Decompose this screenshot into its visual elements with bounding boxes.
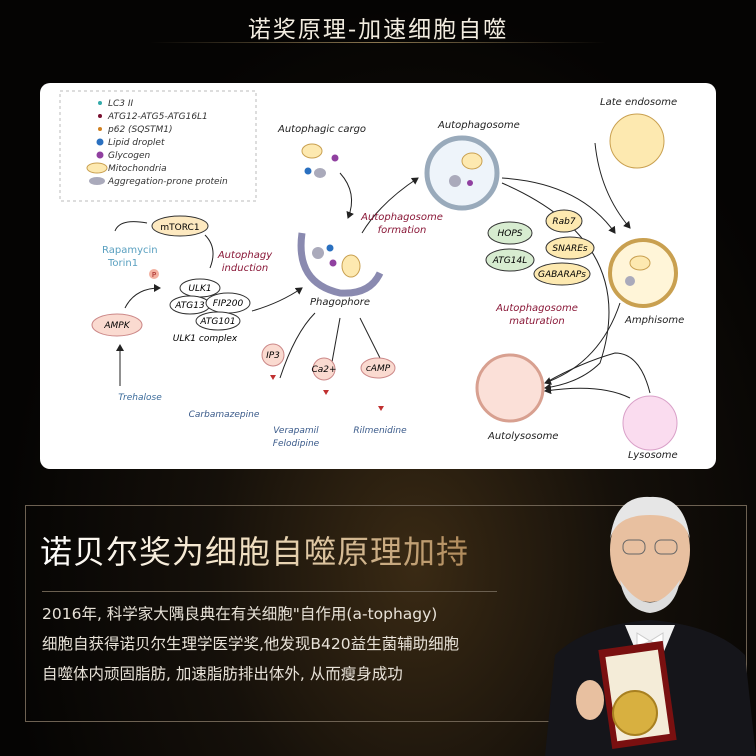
label-autophagy-induction-2: induction	[222, 263, 268, 274]
fip200-node: FIP200	[213, 299, 244, 309]
legend-item: Aggregation-prone protein	[107, 177, 228, 187]
label-autophagosome-formation-2: formation	[378, 225, 427, 236]
legend-item: p62 (SQSTM1)	[107, 125, 173, 135]
late-endosome-label: Late endosome	[600, 97, 677, 108]
panel-text-line: 2016年, 科学家大隅良典在有关细胞"自作用(a-tophagy)	[42, 605, 438, 623]
ip3-node: IP3	[266, 351, 280, 361]
mtorc1-node: mTORC1	[160, 223, 199, 233]
drug-verapamil: Verapamil	[273, 426, 319, 436]
calcium-node: Ca2+	[311, 365, 336, 375]
drug-rilmenidine: Rilmenidine	[353, 426, 407, 436]
rab7-node: Rab7	[552, 217, 575, 227]
hops-node: HOPS	[498, 229, 523, 239]
label-autophagy-induction: Autophagy	[217, 250, 273, 261]
drug-trehalose: Trehalose	[118, 393, 162, 403]
ampk-node: AMPK	[103, 321, 130, 331]
label-autophagic-cargo: Autophagic cargo	[277, 124, 366, 135]
legend-box	[59, 90, 257, 202]
lysosome-label: Lysosome	[628, 450, 678, 461]
atg13-node: ATG13	[174, 301, 205, 311]
legend-item: LC3 II	[108, 99, 134, 109]
atg101-node: ATG101	[199, 317, 235, 327]
autophagy-diagram: LC3 II ATG12-ATG5-ATG16L1 p62 (SQSTM1) L…	[40, 83, 716, 469]
label-maturation-2: maturation	[509, 316, 565, 327]
page-title: 诺奖原理-加速细胞自噬	[247, 17, 509, 43]
legend-item: Glycogen	[108, 151, 151, 161]
panel-text-line: 细胞自获得诺贝尔生理学医学奖,他发现B420益生菌辅助细胞	[42, 635, 460, 653]
phagophore-label: Phagophore	[310, 297, 370, 308]
nobel-info-panel	[25, 505, 747, 722]
panel-text-line: 自噬体内顽固脂肪, 加速脂肪排出体外, 从而瘦身成功	[42, 665, 403, 683]
camp-node: cAMP	[366, 364, 391, 374]
title-divider	[150, 42, 606, 43]
label-autophagosome-formation: Autophagosome	[360, 212, 443, 223]
autophagosome-label: Autophagosome	[437, 120, 520, 131]
atg14l-node: ATG14L	[492, 256, 527, 266]
legend-item: ATG12-ATG5-ATG16L1	[107, 112, 208, 122]
gabaraps-node: GABARAPs	[538, 270, 586, 280]
drug-carbamazepine: Carbamazepine	[189, 410, 260, 420]
ulk1-node: ULK1	[188, 284, 211, 294]
drug-felodipine: Felodipine	[273, 439, 320, 449]
amphisome-label: Amphisome	[624, 315, 684, 326]
panel-title: 诺贝尔奖为细胞自噬原理加持	[40, 527, 469, 573]
legend-item: Lipid droplet	[108, 138, 165, 148]
panel-divider	[42, 591, 497, 592]
scientist-photo	[545, 496, 756, 756]
label-maturation: Autophagosome	[495, 303, 578, 314]
phospho-badge: P	[152, 271, 156, 279]
diagram-canvas: LC3 II ATG12-ATG5-ATG16L1 p62 (SQSTM1) L…	[59, 90, 684, 461]
autolysosome-label: Autolysosome	[487, 431, 558, 442]
drug-torin1: Torin1	[107, 258, 138, 269]
legend-item: Mitochondria	[108, 164, 167, 174]
drug-rapamycin: Rapamycin	[102, 245, 158, 256]
snares-node: SNAREs	[552, 244, 588, 254]
ulk1-complex-label: ULK1 complex	[173, 334, 238, 344]
